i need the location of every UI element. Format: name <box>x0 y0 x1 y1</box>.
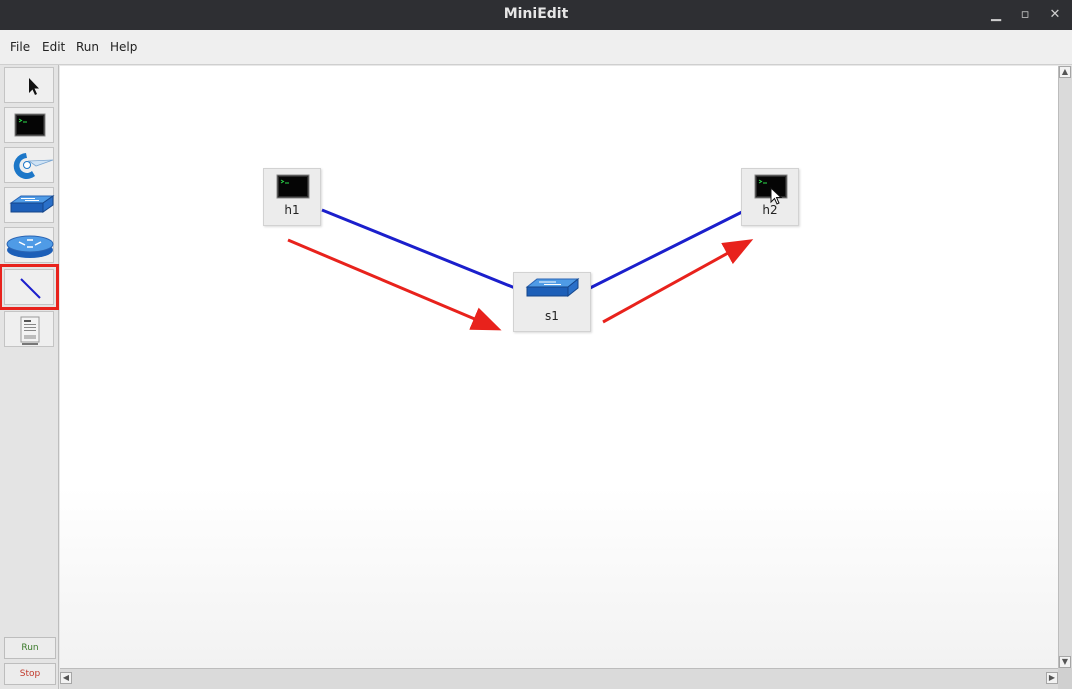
links-layer <box>287 208 754 331</box>
legacy-router-tool-button[interactable] <box>4 311 54 347</box>
menu-bar: File Edit Run Help <box>0 30 1072 65</box>
switch-tool-button[interactable] <box>4 187 55 223</box>
menu-edit[interactable]: Edit <box>42 40 66 54</box>
switch-icon <box>525 277 580 298</box>
link-s1-h2[interactable] <box>589 210 743 290</box>
menu-run[interactable]: Run <box>76 40 100 54</box>
chevron-down-icon: ▼ <box>1061 657 1069 666</box>
minimize-icon: ▁ <box>991 7 1001 22</box>
controller-icon <box>13 153 54 179</box>
router-tool-button[interactable] <box>4 227 54 263</box>
host-node-h1[interactable]: h1 <box>263 168 321 226</box>
close-button[interactable]: ✕ <box>1045 5 1065 25</box>
scrollbar-corner <box>1058 668 1072 689</box>
title-bar: MiniEdit ▁ ▫ ✕ <box>0 0 1072 30</box>
stop-button[interactable]: Stop <box>4 663 56 685</box>
scroll-down-arrow[interactable]: ▼ <box>1059 656 1071 668</box>
menu-file[interactable]: File <box>10 40 31 54</box>
chevron-up-icon: ▲ <box>1061 67 1069 76</box>
horizontal-scrollbar[interactable]: ◀ ▶ <box>60 668 1058 689</box>
scroll-left-arrow[interactable]: ◀ <box>60 672 72 684</box>
netlink-tool-button[interactable] <box>0 264 59 310</box>
host-tool-button[interactable] <box>4 107 54 143</box>
topology-canvas[interactable]: h1 h2 s1 <box>60 66 1058 668</box>
tool-palette: Run Stop <box>0 65 59 689</box>
maximize-button[interactable]: ▫ <box>1015 5 1035 25</box>
router-icon <box>6 235 54 258</box>
annotation-arrow-h1-s1 <box>287 238 502 331</box>
node-label-h1: h1 <box>284 203 300 217</box>
pointer-icon <box>29 78 39 95</box>
node-label-s1: s1 <box>545 309 559 323</box>
host-node-h2[interactable]: h2 <box>741 168 799 226</box>
minimize-button[interactable]: ▁ <box>986 5 1006 25</box>
scroll-right-arrow[interactable]: ▶ <box>1046 672 1058 684</box>
scroll-up-arrow[interactable]: ▲ <box>1059 66 1071 78</box>
chevron-left-icon: ◀ <box>62 673 70 682</box>
maximize-icon: ▫ <box>1020 7 1030 22</box>
legacy-router-icon <box>20 316 40 345</box>
mouse-cursor-icon <box>770 186 783 205</box>
close-icon: ✕ <box>1049 7 1061 22</box>
host-terminal-icon <box>14 113 46 137</box>
switch-icon <box>9 195 55 213</box>
run-button[interactable]: Run <box>4 637 56 659</box>
annotation-arrow-s1-h2 <box>602 239 754 324</box>
vertical-scrollbar[interactable]: ▲ ▼ <box>1058 66 1072 668</box>
menu-help[interactable]: Help <box>110 40 138 54</box>
host-terminal-icon <box>276 174 310 199</box>
chevron-right-icon: ▶ <box>1048 673 1056 682</box>
link-line-icon <box>20 278 41 299</box>
switch-node-s1[interactable]: s1 <box>513 272 591 332</box>
node-label-h2: h2 <box>762 203 778 217</box>
window-title: MiniEdit <box>503 6 569 22</box>
select-tool-button[interactable] <box>4 67 54 103</box>
link-h1-s1[interactable] <box>321 208 516 290</box>
controller-tool-button[interactable] <box>4 147 54 183</box>
